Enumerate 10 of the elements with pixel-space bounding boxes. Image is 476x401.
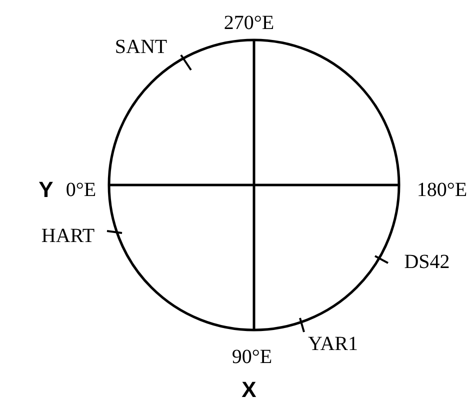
- longitude-label: 90°E: [232, 346, 272, 368]
- station-label: HART: [41, 225, 95, 247]
- axis-label: X: [242, 379, 256, 401]
- axis-label: Y: [38, 179, 54, 201]
- longitude-label: 180°E: [416, 179, 468, 201]
- station-label: DS42: [404, 251, 450, 273]
- longitude-label: 270°E: [224, 12, 274, 34]
- station-label: SANT: [114, 36, 168, 58]
- station-label: YAR1: [308, 333, 358, 355]
- longitude-label: 0°E: [66, 179, 96, 201]
